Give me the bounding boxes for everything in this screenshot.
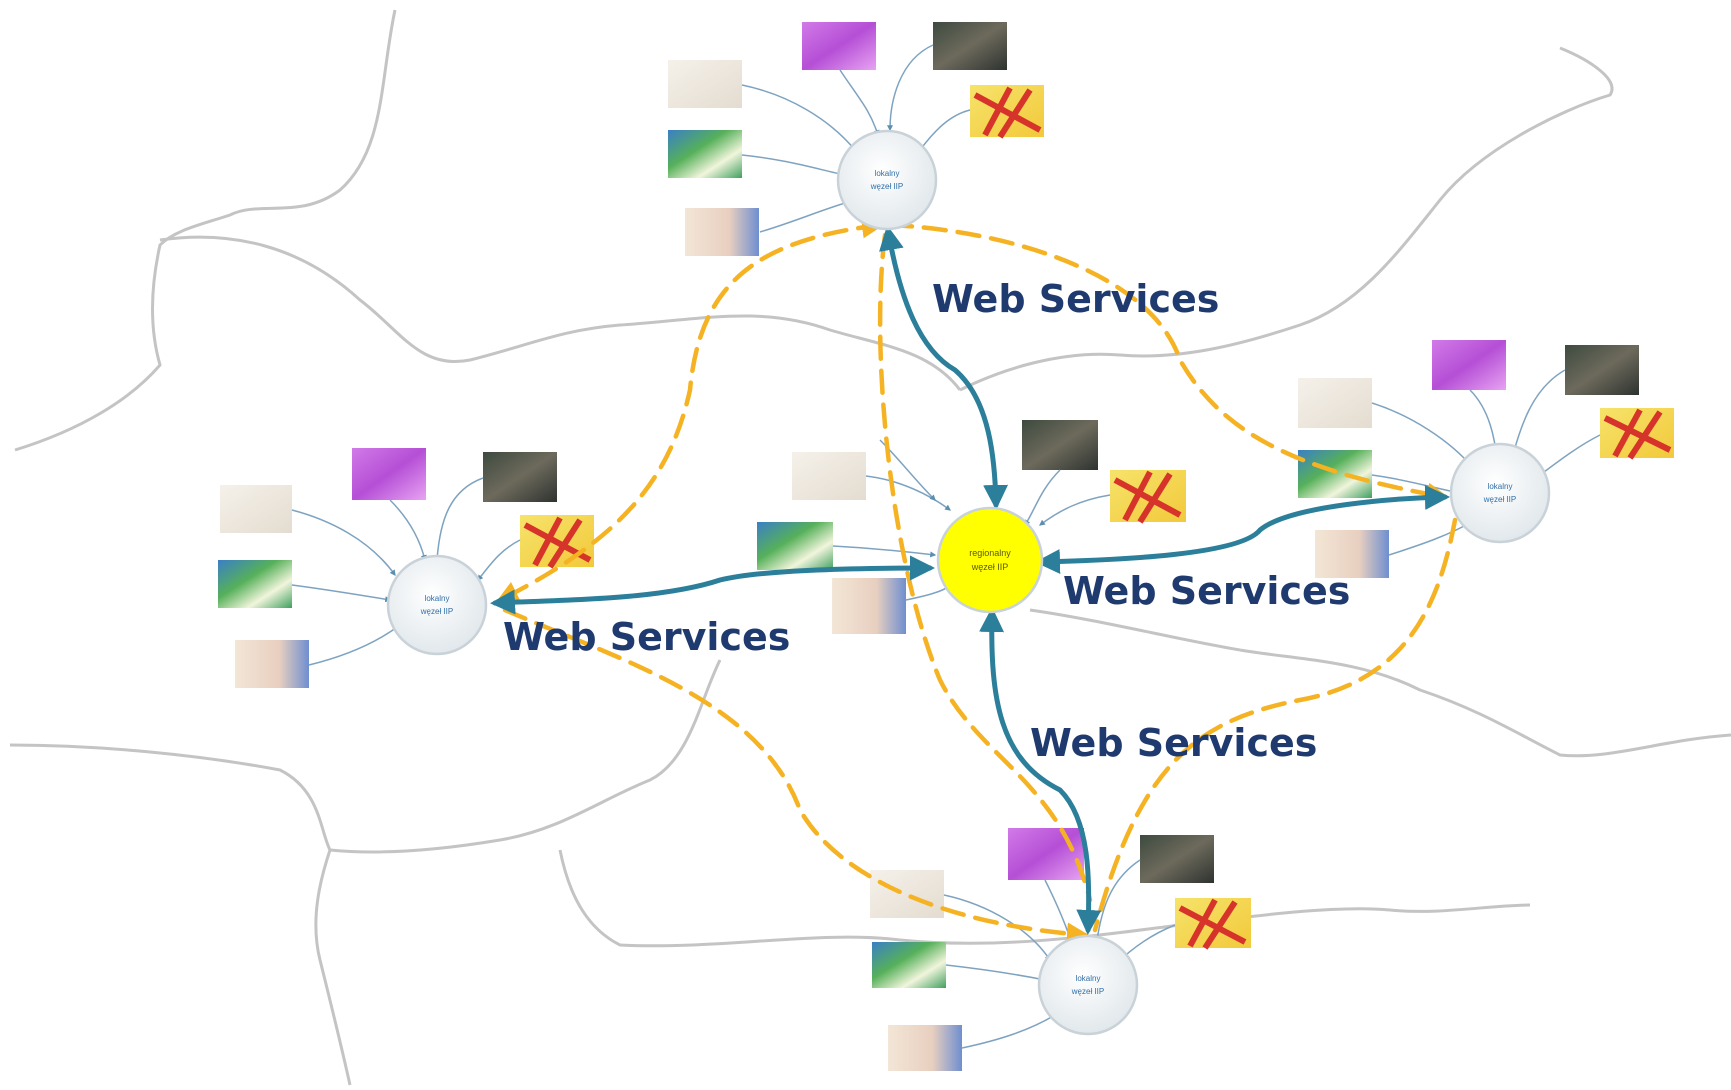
thumbnails-right [1298, 340, 1674, 578]
thumbnail-coastal-map [832, 578, 906, 634]
local-node-label-line1: lokalny [1076, 974, 1101, 983]
thumbnail-landcover-map [668, 130, 742, 178]
thumbnail-topo-map [870, 870, 944, 918]
local-node-label-line2: węzeł IIP [1071, 987, 1104, 996]
thumbnail-purple-map [352, 448, 426, 500]
boundary-line [314, 849, 352, 1086]
web-services-label-top: Web Services [932, 277, 1219, 321]
road-lines [1603, 408, 1672, 460]
boundary-line [959, 46, 1614, 392]
boundary-line [159, 235, 962, 391]
web-services-label-left: Web Services [503, 615, 790, 659]
regional-node-label-line1: regionalny [969, 548, 1011, 558]
thumbnail-topo-map [668, 60, 742, 108]
boundary-line [1029, 608, 1241, 652]
thumbnails-top [668, 22, 1044, 256]
ws-arrow-top [879, 225, 1009, 510]
boundary-line [14, 9, 397, 452]
web-service-arrows [490, 225, 1450, 935]
local-node-circle [386, 554, 488, 656]
regional-node-label-line2: węzeł IIP [971, 562, 1009, 572]
local-node-label-line1: lokalny [1488, 482, 1513, 491]
dashed-arrow-left-bottom [502, 607, 1090, 945]
web-services-label-right: Web Services [1063, 569, 1350, 613]
thumbnail-topo-map [220, 485, 292, 533]
thumbnail-landcover-map [757, 522, 833, 570]
local-node-circle [1037, 934, 1139, 1036]
dashed-arrow-top-left [495, 216, 885, 603]
ws-arrow-left [490, 555, 935, 615]
dashed-arrow-right-bottom [1092, 517, 1458, 933]
thumbnail-purple-map [802, 22, 876, 70]
thumbnail-topo-map [1298, 378, 1372, 428]
local-node-label-line1: lokalny [425, 594, 450, 603]
node-local-top: lokalny węzeł IIP [836, 129, 938, 231]
regional-node-circle [936, 506, 1044, 614]
thumbnail-coastal-map [685, 208, 759, 256]
node-regional: regionalny węzeł IIP [936, 506, 1044, 614]
local-node-label-line1: lokalny [875, 169, 900, 178]
thumbnail-coastal-map [888, 1025, 962, 1071]
local-node-circle [1449, 442, 1551, 544]
boundary-line [558, 849, 1531, 948]
road-lines [973, 86, 1042, 139]
thumbnail-coastal-map [235, 640, 309, 688]
node-local-left: lokalny węzeł IIP [386, 554, 488, 656]
local-node-label-line2: węzeł IIP [420, 607, 453, 616]
ws-arrow-bottom [979, 607, 1102, 935]
local-node-label-line2: węzeł IIP [1483, 495, 1516, 504]
boundary-lines [9, 9, 1731, 1086]
thumbnail-aerial-photo [483, 452, 557, 502]
road-lines [1178, 898, 1247, 950]
thumbnail-topo-map [792, 452, 866, 500]
thumbnail-landcover-map [1298, 450, 1372, 498]
boundary-line [1239, 648, 1731, 758]
node-local-bottom: lokalny węzeł IIP [1037, 934, 1139, 1036]
local-node-label-line2: węzeł IIP [870, 182, 903, 191]
thumbnail-purple-map [1008, 828, 1084, 880]
thumbnail-purple-map [1432, 340, 1506, 390]
local-node-circle [836, 129, 938, 231]
thumbnail-aerial-photo [1565, 345, 1639, 395]
thumbnail-landcover-map [218, 560, 292, 608]
thumbnail-aerial-photo [933, 22, 1007, 70]
boundary-line [9, 659, 722, 854]
node-local-right: lokalny węzeł IIP [1449, 442, 1551, 544]
thumbnail-aerial-photo [1140, 835, 1214, 883]
web-services-label-bottom: Web Services [1030, 721, 1317, 765]
thumbnail-landcover-map [872, 942, 946, 988]
thumbnail-aerial-photo [1022, 420, 1098, 470]
ws-arrow-right [1035, 484, 1450, 574]
